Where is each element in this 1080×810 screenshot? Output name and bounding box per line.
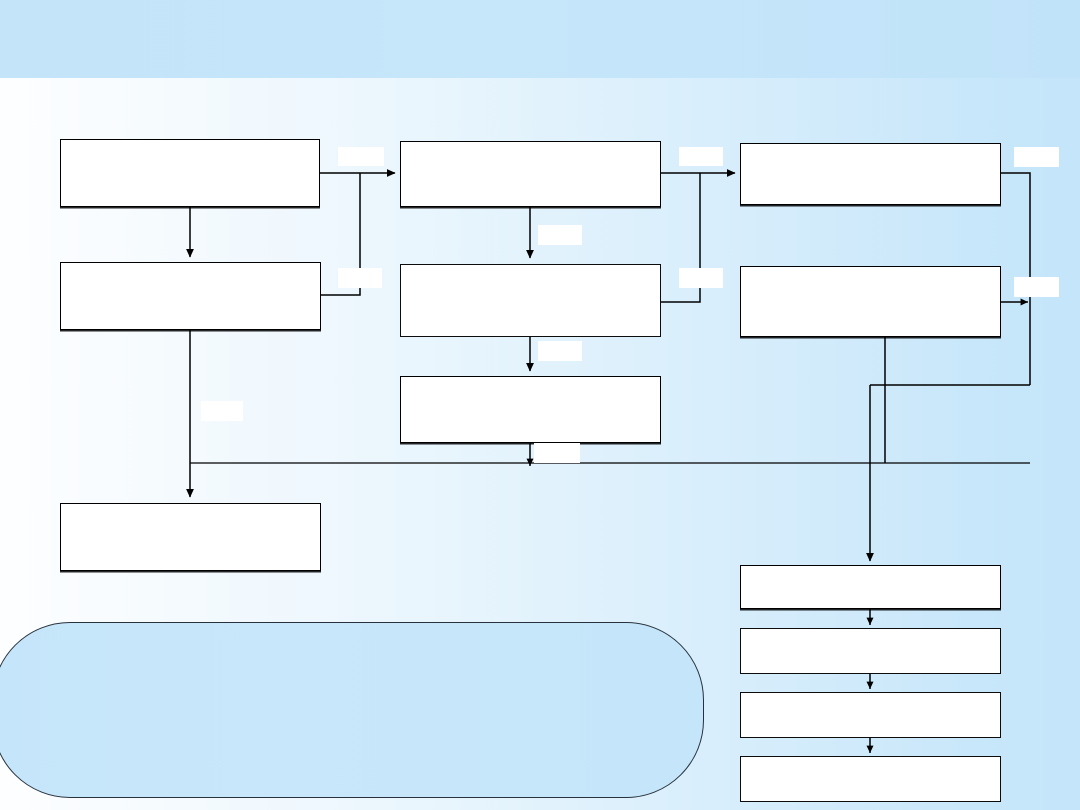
process-box-right-4[interactable] bbox=[740, 628, 1001, 674]
process-box-right-3[interactable] bbox=[740, 565, 1001, 609]
process-box-right-2[interactable] bbox=[740, 266, 1001, 337]
header-band bbox=[0, 0, 1080, 78]
connector-label-9[interactable] bbox=[1014, 147, 1059, 167]
connector-label-7[interactable] bbox=[679, 147, 723, 166]
connector-label-10[interactable] bbox=[1014, 277, 1059, 297]
connector-label-8[interactable] bbox=[679, 268, 723, 288]
rounded-callout[interactable] bbox=[0, 622, 704, 798]
connector-label-6[interactable] bbox=[534, 443, 580, 463]
connector-label-3[interactable] bbox=[201, 401, 243, 421]
process-box-right-5[interactable] bbox=[740, 692, 1001, 738]
process-box-right-6[interactable] bbox=[740, 756, 1001, 802]
process-box-middle-3[interactable] bbox=[400, 376, 661, 443]
process-box-left-1[interactable] bbox=[60, 139, 320, 207]
process-box-middle-2[interactable] bbox=[400, 264, 661, 337]
process-box-left-3[interactable] bbox=[60, 503, 321, 571]
process-box-middle-1[interactable] bbox=[400, 141, 661, 207]
connector-label-4[interactable] bbox=[538, 225, 582, 245]
process-box-left-2[interactable] bbox=[60, 262, 321, 330]
connector-label-2[interactable] bbox=[338, 268, 382, 288]
connector-label-5[interactable] bbox=[538, 341, 582, 361]
process-box-right-1[interactable] bbox=[740, 143, 1001, 205]
connector-label-1[interactable] bbox=[338, 147, 384, 166]
